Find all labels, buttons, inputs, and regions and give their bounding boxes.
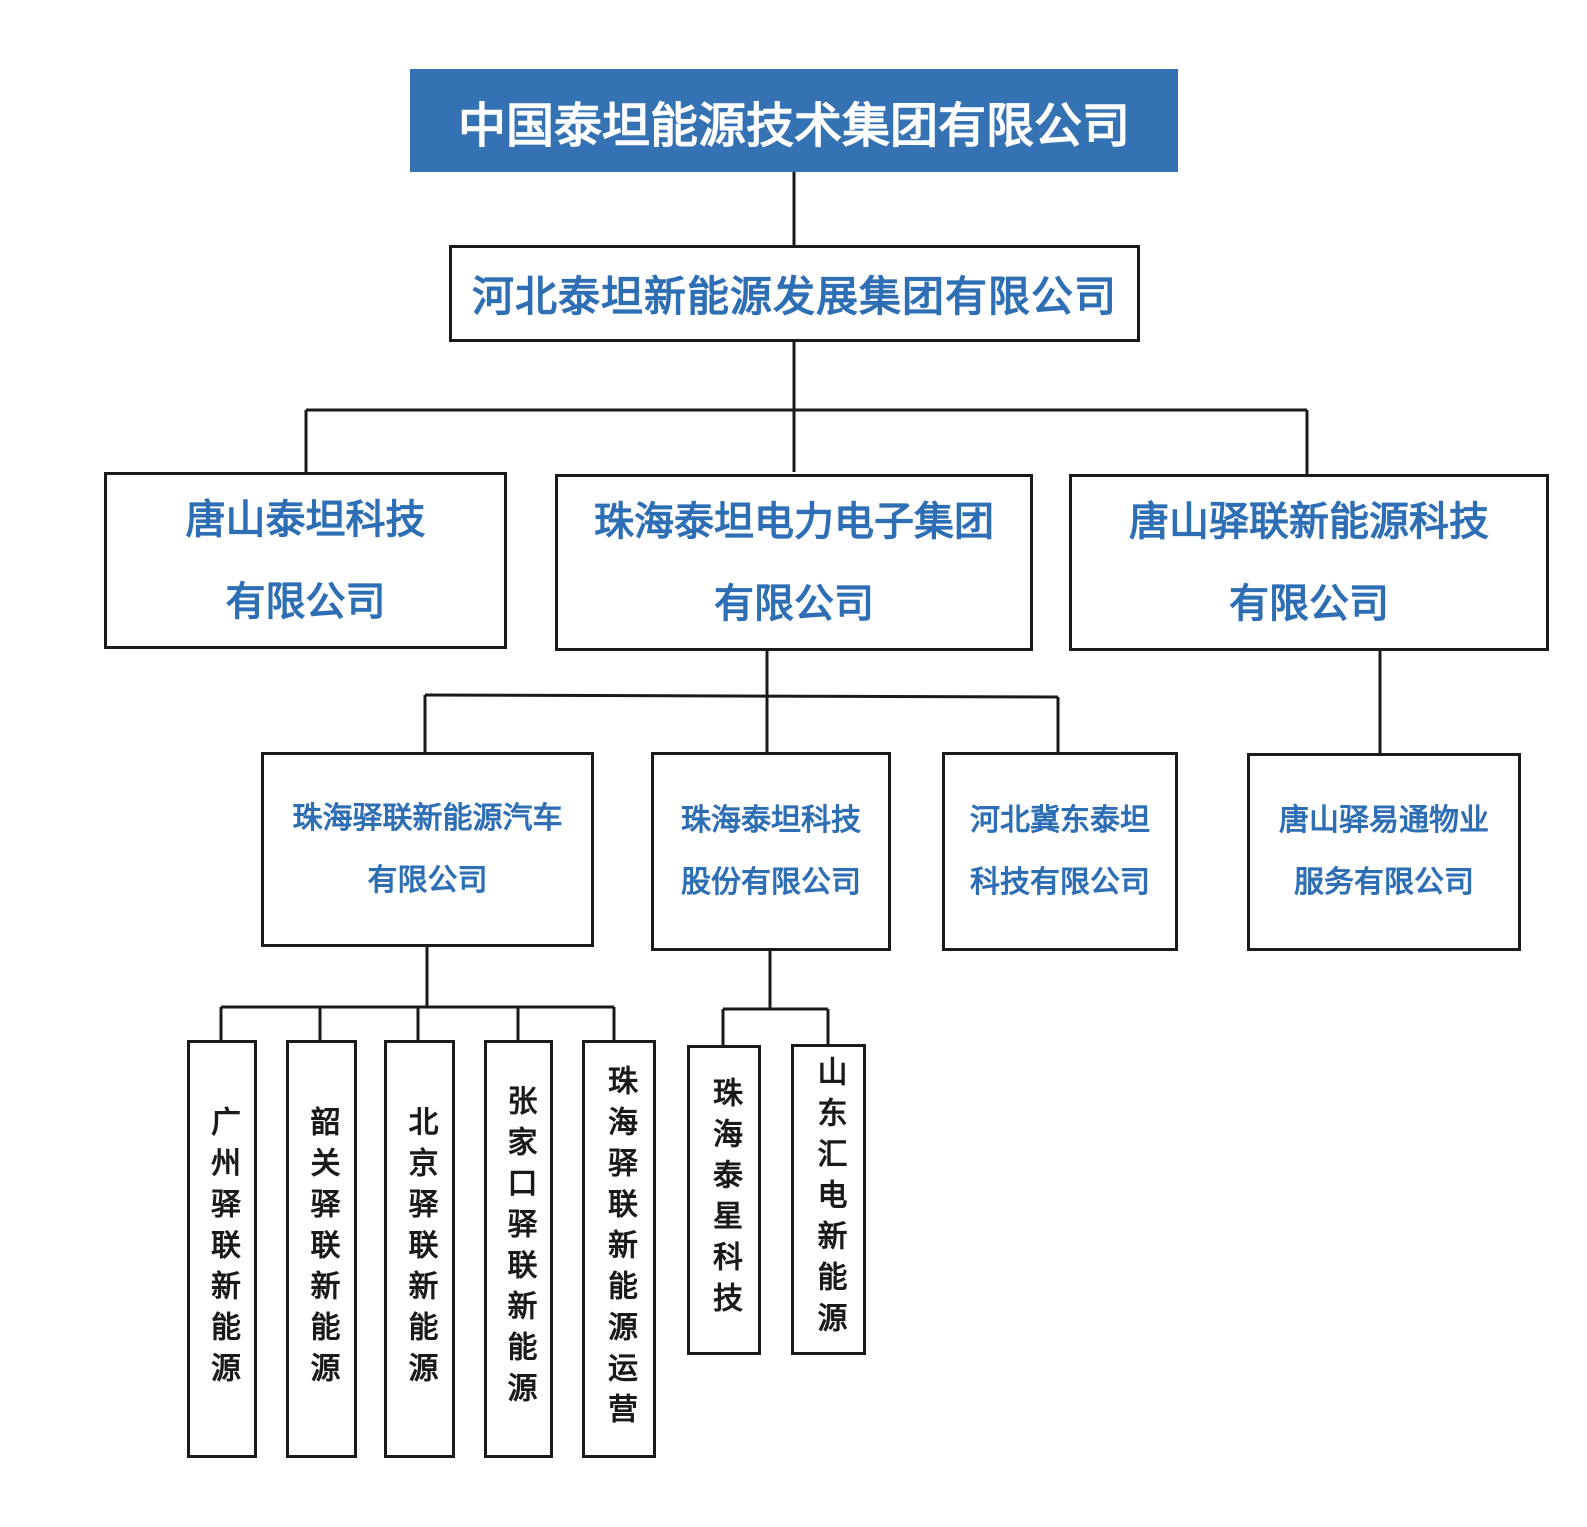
org-node-label: 韶关驿联新能源	[304, 1105, 340, 1393]
org-node-level1: 河北泰坦新能源发展集团有限公司	[449, 245, 1140, 342]
org-node-label-line1: 唐山驿易通物业	[1279, 803, 1489, 838]
org-node-hebei-jidong-taitan: 河北冀东泰坦 科技有限公司	[942, 752, 1178, 951]
org-node-label-line2: 有限公司	[1229, 580, 1389, 627]
org-node-label: 北京驿联新能源	[402, 1105, 438, 1393]
org-node-label-line2: 有限公司	[714, 580, 874, 627]
org-node-label-line1: 珠海驿联新能源汽车	[292, 800, 563, 836]
org-node-label-line2: 服务有限公司	[1294, 865, 1474, 900]
org-node-tangshan-yilian: 唐山驿联新能源科技 有限公司	[1069, 474, 1549, 651]
org-node-zhuhai-taitan-power: 珠海泰坦电力电子集团 有限公司	[555, 474, 1033, 651]
org-node-root-label: 中国泰坦能源技术集团有限公司	[457, 97, 1130, 154]
org-node-label-line2: 科技有限公司	[970, 864, 1150, 900]
org-node-label-line2: 有限公司	[367, 862, 488, 898]
org-node-label: 珠海泰星科技	[707, 1077, 742, 1323]
org-node-label-line1: 唐山驿联新能源科技	[1129, 498, 1489, 545]
org-node-beijing-yilian: 北京驿联新能源	[384, 1040, 455, 1458]
org-node-zhuhai-yilian-auto: 珠海驿联新能源汽车 有限公司	[261, 752, 594, 947]
org-node-shandong-huidian: 山东汇电新能源	[791, 1044, 866, 1355]
org-node-zhangjiakou-yilian: 张家口驿联新能源	[484, 1040, 553, 1458]
org-node-label-line2: 有限公司	[225, 578, 386, 625]
org-node-label-line2: 股份有限公司	[681, 864, 861, 900]
org-node-label-line1: 唐山泰坦科技	[185, 496, 426, 543]
org-node-label-line1: 珠海泰坦科技	[681, 802, 861, 838]
org-node-label-line1: 河北冀东泰坦	[970, 802, 1150, 838]
org-node-label: 张家口驿联新能源	[501, 1085, 537, 1413]
org-node-label-line1: 珠海泰坦电力电子集团	[594, 498, 994, 545]
org-node-tangshan-taitan: 唐山泰坦科技 有限公司	[104, 472, 507, 649]
org-node-label: 珠海驿联新能源运营	[602, 1064, 637, 1434]
org-node-guangzhou-yilian: 广州驿联新能源	[187, 1040, 257, 1458]
org-node-level1-label: 河北泰坦新能源发展集团有限公司	[471, 272, 1117, 321]
org-node-root: 中国泰坦能源技术集团有限公司	[410, 69, 1178, 172]
org-node-tangshan-yiyitong: 唐山驿易通物业 服务有限公司	[1247, 753, 1521, 951]
org-node-shaoguan-yilian: 韶关驿联新能源	[286, 1040, 357, 1458]
org-node-zhuhai-yilian-operation: 珠海驿联新能源运营	[582, 1040, 656, 1458]
org-node-zhuhai-taixing: 珠海泰星科技	[687, 1045, 761, 1355]
org-node-label: 广州驿联新能源	[205, 1105, 240, 1393]
org-node-label: 山东汇电新能源	[811, 1056, 847, 1343]
org-node-zhuhai-taitan-tech: 珠海泰坦科技 股份有限公司	[651, 752, 891, 951]
